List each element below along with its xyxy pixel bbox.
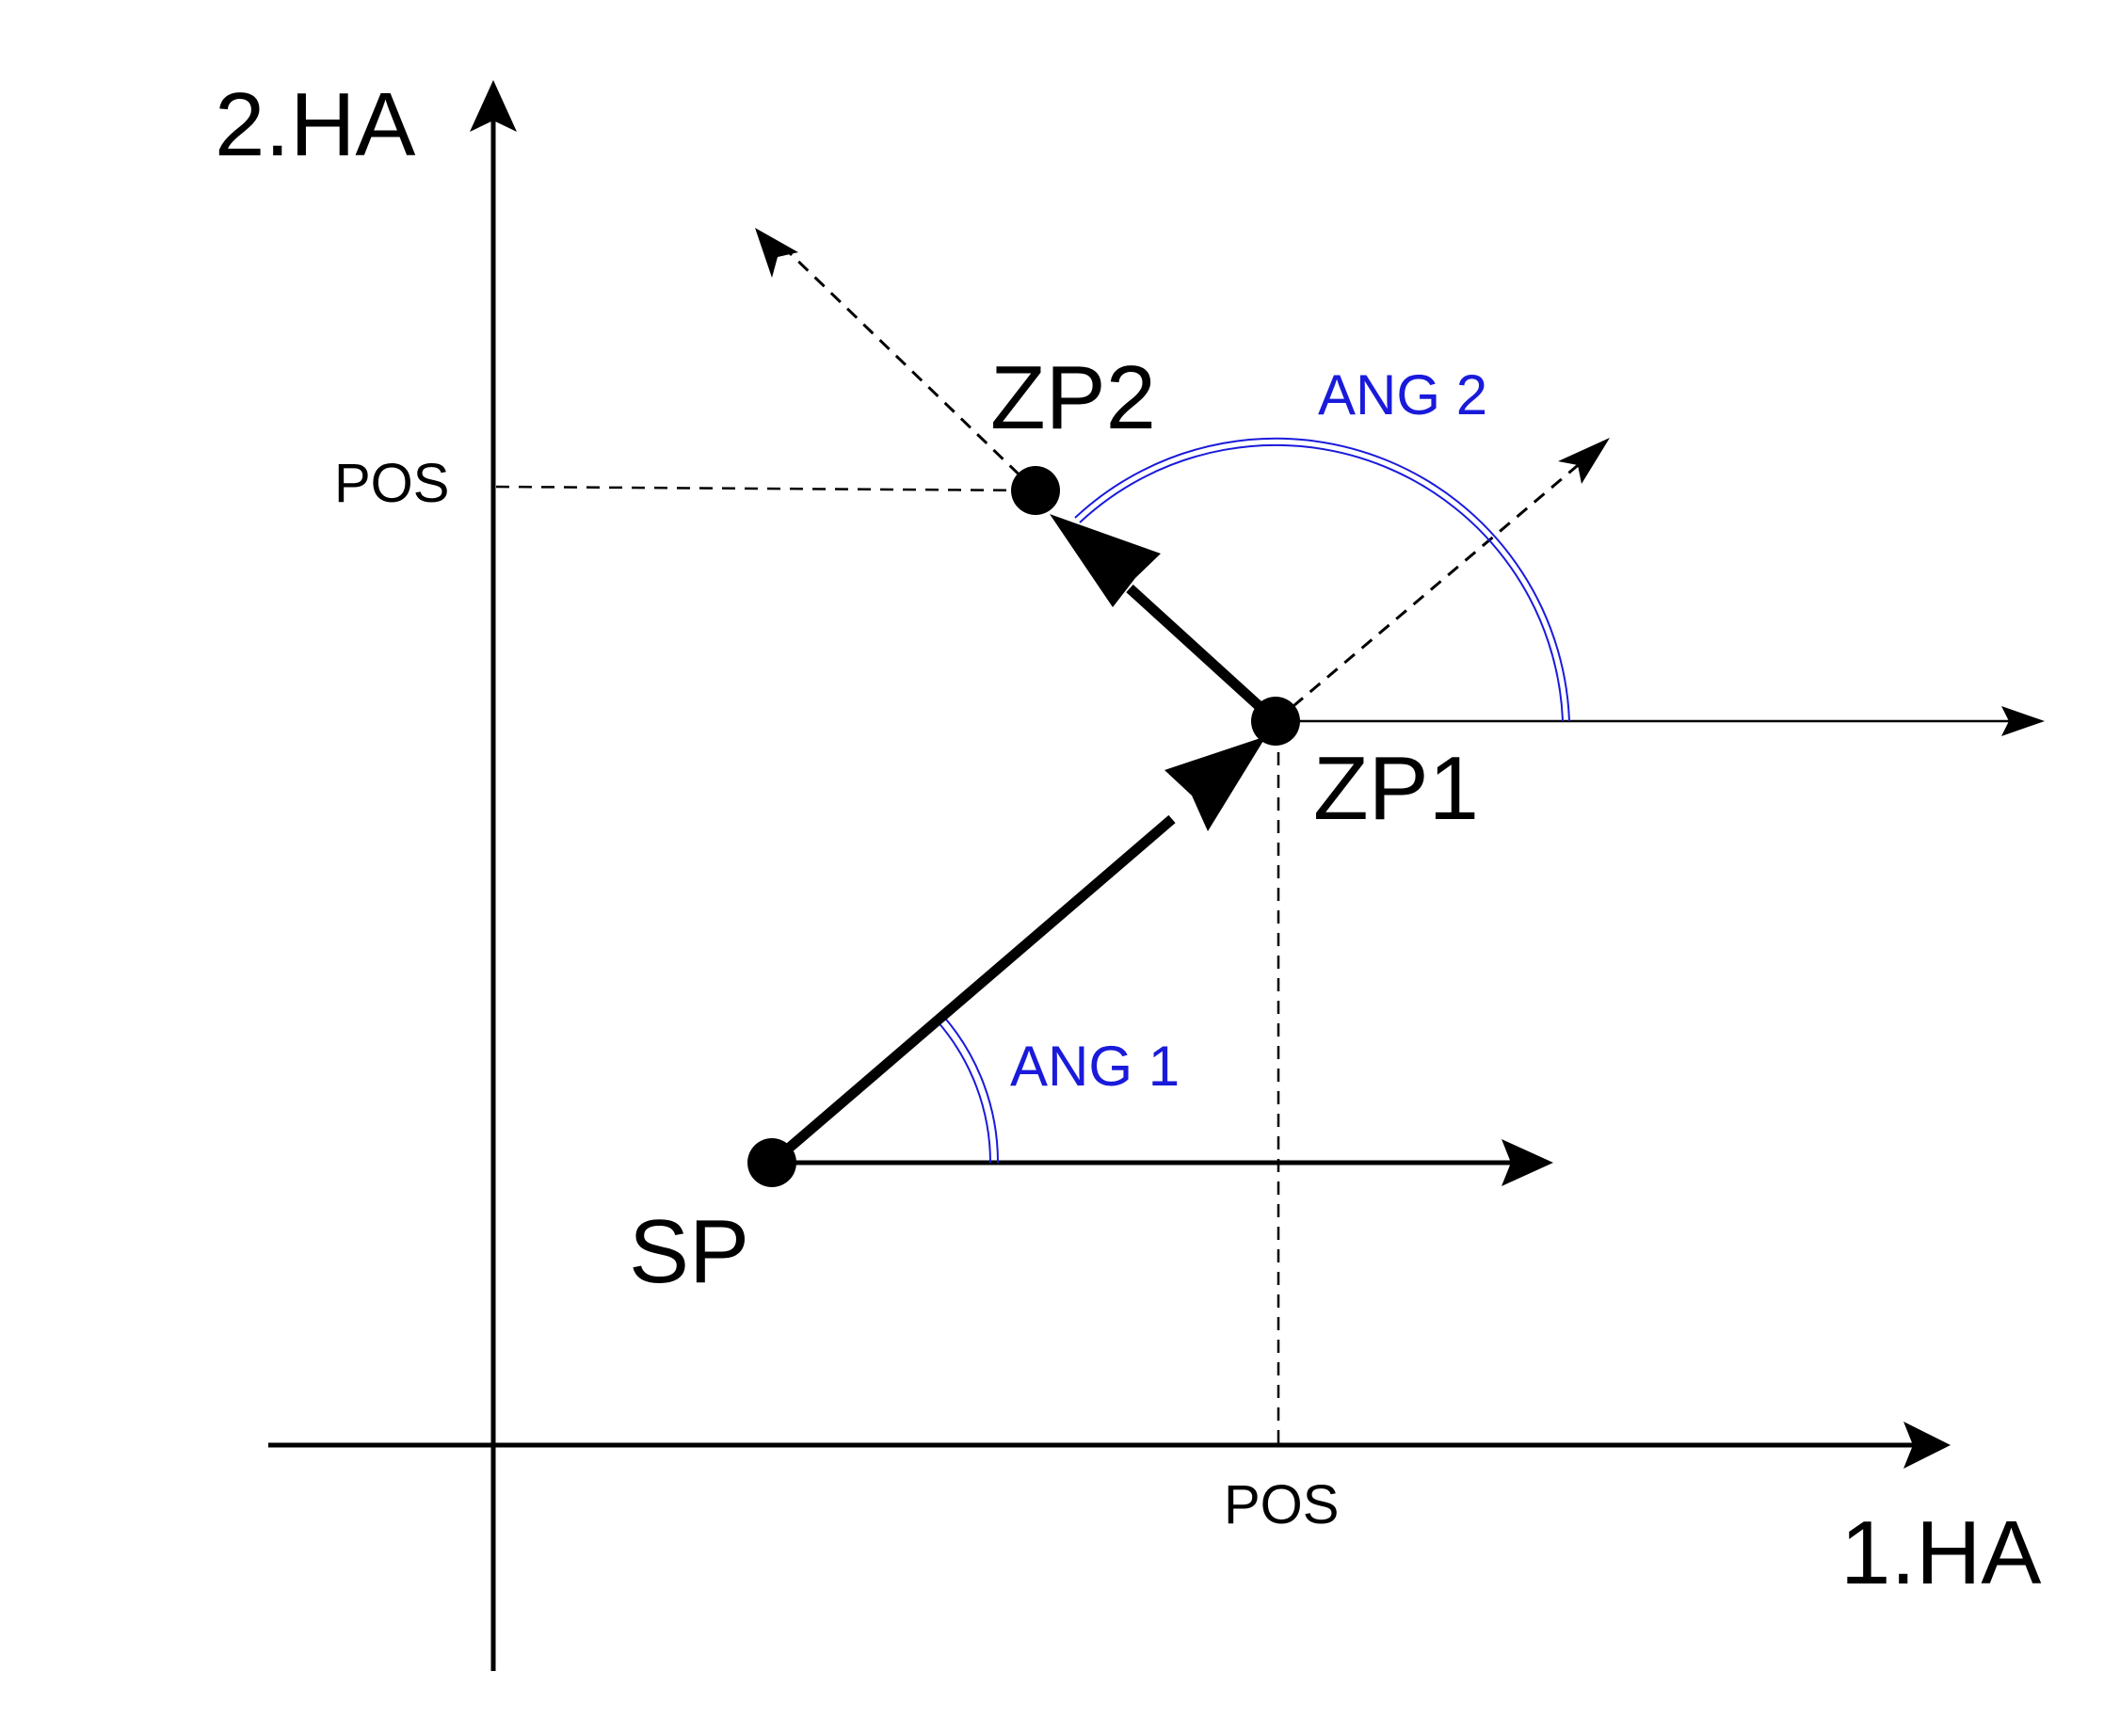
ang1-label: ANG 1 (1010, 1035, 1180, 1098)
labels: 2.HA 1.HA POS POS SP ZP1 ZP2 ANG 1 ANG 2 (215, 74, 2041, 1603)
direction-arrows (755, 228, 1610, 723)
zp2-direction-dashed (784, 248, 1037, 492)
axes (268, 80, 1951, 1671)
ang1-arc-outer (941, 1014, 1000, 1164)
sp-label: SP (629, 1201, 749, 1302)
zp1-direction-arrowhead (1558, 438, 1610, 484)
sp-to-zp1-vector (768, 814, 1176, 1167)
sp-to-zp1-arrowhead (1164, 736, 1266, 831)
ang2-arc-outer (1074, 437, 1570, 722)
reference-rays (772, 706, 2045, 1186)
zp1-to-zp2-vector (1126, 584, 1279, 726)
ang2-label: ANG 2 (1318, 363, 1487, 426)
x-pos-label: POS (1224, 1474, 1340, 1535)
zp2-label: ZP2 (990, 347, 1156, 448)
zp2-projection-line (495, 485, 1036, 492)
zp1-direction-dashed (1275, 455, 1589, 723)
projection-lines (495, 485, 1280, 1445)
ang2-arc-inner (1079, 443, 1564, 722)
points (747, 466, 1300, 1187)
y-axis-arrowhead (470, 80, 517, 132)
x-axis-label: 1.HA (1840, 1503, 2041, 1603)
y-axis-label: 2.HA (215, 74, 415, 175)
x-axis-arrowhead (1903, 1422, 1951, 1469)
ang1-arc-inner (936, 1020, 991, 1164)
zp1-reference-arrowhead (2001, 706, 2045, 736)
zp1-point (1251, 697, 1300, 746)
zp1-label: ZP1 (1313, 738, 1479, 839)
zp2-direction-arrowhead (755, 228, 798, 278)
y-pos-label: POS (334, 453, 450, 514)
sp-reference-arrowhead (1502, 1139, 1553, 1186)
zp1-to-zp2-arrowhead (1050, 514, 1161, 607)
movement-vectors (768, 514, 1279, 1167)
zp2-point (1011, 466, 1060, 515)
angle-arcs (936, 437, 1570, 1164)
sp-point (747, 1138, 796, 1187)
